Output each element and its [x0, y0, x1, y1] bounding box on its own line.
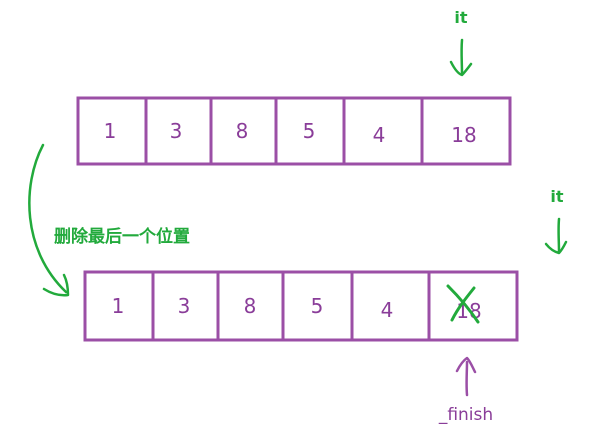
bottom-it-label: it — [550, 187, 563, 206]
top-it-label: it — [454, 8, 467, 27]
top-array-value-5: 4 — [373, 123, 386, 147]
top-array-value-3: 8 — [236, 119, 249, 143]
transition-arrowhead — [42, 273, 70, 297]
top-array: 1 3 8 5 4 18 — [76, 96, 512, 166]
transition-arrow-curve-icon — [28, 143, 68, 294]
top-array-value-1: 1 — [104, 119, 117, 143]
top-it-pointer: it — [449, 8, 473, 77]
bottom-array-value-1: 1 — [112, 294, 125, 318]
finish-label: _finish — [438, 405, 493, 425]
cross-mark-icon — [446, 284, 480, 324]
finish-pointer: _finish — [438, 356, 493, 425]
bottom-array-value-2: 3 — [178, 294, 191, 318]
transition-arrow — [28, 143, 70, 297]
bottom-array-value-3: 8 — [244, 294, 257, 318]
top-array-value-4: 5 — [303, 119, 316, 143]
top-array-cell-6 — [420, 96, 512, 166]
bottom-array: 1 3 8 5 4 18 — [83, 270, 519, 342]
bottom-array-value-4: 5 — [311, 294, 324, 318]
delete-last-annotation: 删除最后一个位置 — [54, 226, 190, 247]
bottom-it-arrowhead — [544, 240, 568, 255]
top-array-value-2: 3 — [170, 119, 183, 143]
top-it-arrowhead — [449, 60, 473, 77]
bottom-it-pointer: it — [544, 187, 568, 255]
finish-arrowhead — [455, 356, 477, 374]
top-array-value-6: 18 — [451, 123, 476, 147]
bottom-array-value-5: 4 — [381, 298, 394, 322]
bottom-array-cell-6 — [427, 270, 519, 342]
